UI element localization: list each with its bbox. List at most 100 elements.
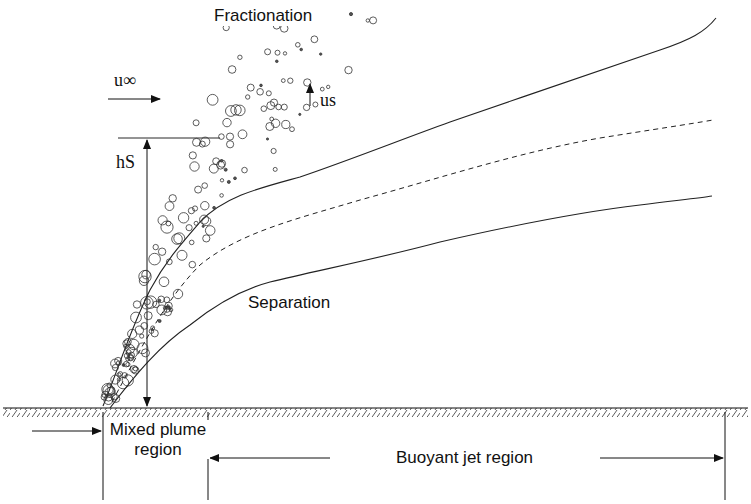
bubble <box>246 95 250 99</box>
bubble <box>140 334 144 338</box>
bubble <box>124 361 130 367</box>
bubble <box>102 384 113 395</box>
ground-line <box>3 407 748 408</box>
bubble <box>276 60 279 63</box>
bubble <box>144 296 156 308</box>
bubble <box>158 216 167 225</box>
bubble <box>265 49 271 55</box>
bubble <box>220 194 224 198</box>
bubble <box>227 180 230 183</box>
bubble <box>131 312 142 323</box>
bubble <box>213 206 216 209</box>
bubble <box>349 13 352 16</box>
bubble <box>158 296 165 303</box>
bubble <box>345 66 352 73</box>
bubble <box>112 395 120 403</box>
bubble <box>203 235 210 242</box>
bubble <box>282 120 290 128</box>
bubble <box>116 361 121 366</box>
bubble <box>190 162 199 171</box>
bubble <box>189 261 196 268</box>
dimension-tick <box>118 138 220 139</box>
bubble <box>158 248 165 255</box>
bubble <box>189 152 196 159</box>
bubble <box>133 301 140 308</box>
bubble <box>205 226 215 236</box>
plume-lower-boundary <box>110 196 712 408</box>
bubble <box>213 158 220 165</box>
region-divider <box>103 412 104 500</box>
bubble <box>145 299 151 305</box>
bubble <box>159 277 169 287</box>
bubble <box>125 338 132 345</box>
bubble <box>178 213 188 223</box>
bubble <box>257 89 264 96</box>
slip-arrow <box>310 84 311 106</box>
bubble <box>271 119 279 127</box>
bubble <box>186 225 192 231</box>
bubble <box>220 160 223 163</box>
bubble <box>102 391 109 398</box>
bubble <box>209 164 218 173</box>
bubble <box>280 25 288 33</box>
bubble <box>223 118 231 126</box>
bubble <box>177 250 187 260</box>
plume-upper-boundary <box>103 18 716 406</box>
bubble <box>266 91 271 96</box>
bubble <box>275 50 280 55</box>
bubble <box>228 66 236 74</box>
bubble <box>129 352 135 358</box>
bubble <box>141 323 148 330</box>
bubble <box>271 148 276 153</box>
bubble <box>299 113 301 115</box>
title-label: Fractionation <box>212 6 314 26</box>
bubble <box>260 84 263 87</box>
velocity-symbol: u∞ <box>112 70 138 91</box>
bubble <box>227 141 234 148</box>
bubble <box>224 168 227 171</box>
bubble <box>370 17 377 24</box>
bubble <box>139 270 151 282</box>
bubble <box>304 79 311 86</box>
region-arrow <box>600 458 723 459</box>
height-symbol: hS <box>114 152 137 173</box>
bubble <box>195 186 202 193</box>
bubble <box>242 167 248 173</box>
bubble <box>200 215 209 224</box>
dimension-arrow <box>147 140 148 180</box>
bubble <box>320 53 322 55</box>
bubble <box>202 183 208 189</box>
bubble <box>126 362 130 366</box>
region-label: Mixed plume region <box>106 420 210 459</box>
bubble <box>115 357 122 364</box>
bubble <box>117 377 128 388</box>
bubble <box>207 94 218 105</box>
bubble <box>311 36 318 43</box>
bubble <box>288 78 293 83</box>
velocity-symbol: us <box>318 90 338 111</box>
region-divider <box>725 412 726 500</box>
bubble <box>238 55 242 59</box>
bubble <box>161 221 173 233</box>
bubble <box>174 233 185 244</box>
bubble <box>296 43 301 48</box>
bubble <box>273 167 277 171</box>
bubble <box>189 240 194 245</box>
bubble <box>327 85 330 88</box>
flow-arrow <box>108 99 160 100</box>
ground-hatch <box>3 408 748 417</box>
bubble <box>153 244 158 249</box>
bubble <box>300 48 303 51</box>
bubble <box>266 138 268 140</box>
region-arrow <box>210 458 330 459</box>
bubble <box>166 259 172 265</box>
bubble <box>220 179 223 182</box>
bubble <box>135 326 143 334</box>
bubble <box>144 312 152 320</box>
bubble <box>165 302 172 309</box>
region-label: Buoyant jet region <box>394 448 535 468</box>
bubble <box>313 102 318 107</box>
bubble <box>201 202 209 210</box>
bubble <box>231 105 241 115</box>
